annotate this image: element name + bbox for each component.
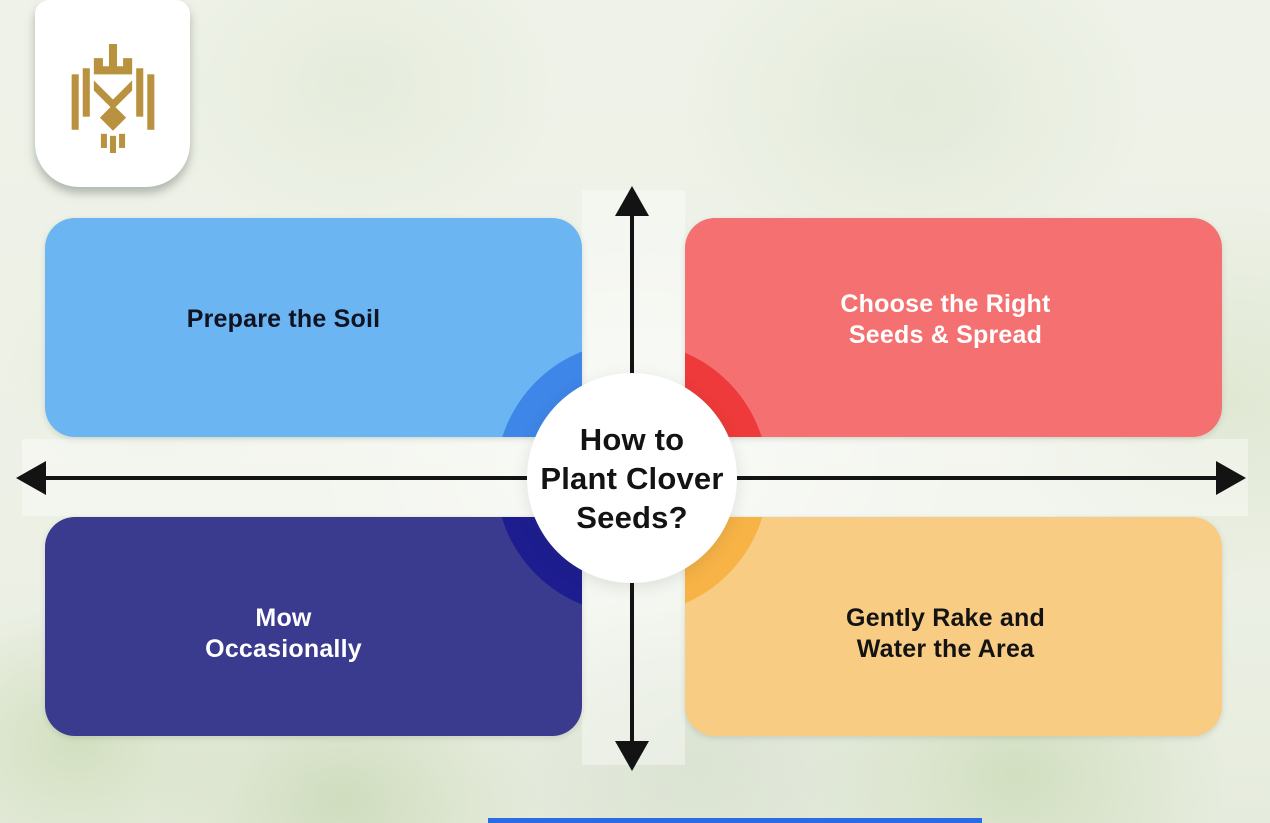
quadrant-label-prepare-soil: Prepare the Soil bbox=[186, 305, 381, 333]
arrow-up-icon bbox=[615, 186, 649, 216]
quadrant-card-prepare-soil: Prepare the Soil bbox=[45, 218, 582, 437]
center-title-circle: How to Plant Clover Seeds? bbox=[527, 373, 737, 583]
bottom-progress-bar bbox=[488, 818, 982, 823]
quadrant-label-rake-water: Gently Rake and Water the Area bbox=[846, 603, 1045, 663]
arrow-down-icon bbox=[615, 741, 649, 771]
quadrant-label-choose-seeds: Choose the Right Seeds & Spread bbox=[840, 289, 1051, 349]
quadrant-card-rake-water: Gently Rake and Water the Area bbox=[685, 517, 1222, 736]
quadrant-card-choose-seeds: Choose the Right Seeds & Spread bbox=[685, 218, 1222, 437]
diagram-title: How to Plant Clover Seeds? bbox=[540, 421, 724, 535]
quadrant-label-mow-occasionally: Mow Occasionally bbox=[205, 603, 362, 663]
quadrant-card-mow-occasionally: Mow Occasionally bbox=[45, 517, 582, 736]
arrow-left-icon bbox=[16, 461, 46, 495]
brand-logo-card bbox=[35, 0, 190, 187]
arrow-right-icon bbox=[1216, 461, 1246, 495]
lion-crest-icon bbox=[71, 43, 154, 153]
